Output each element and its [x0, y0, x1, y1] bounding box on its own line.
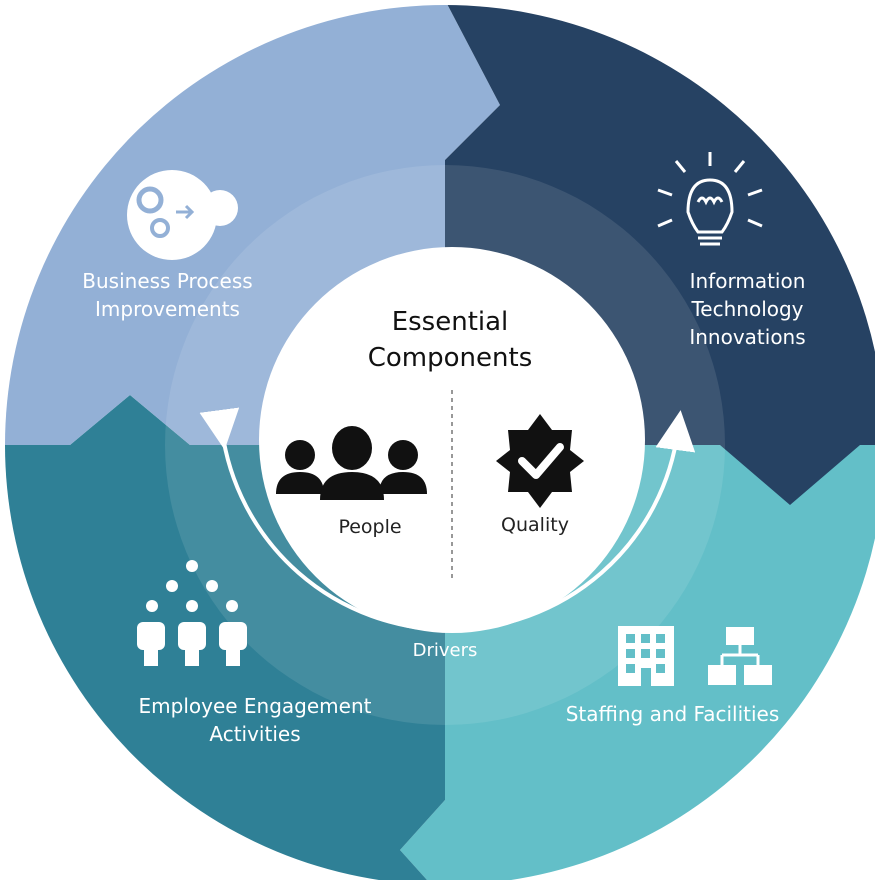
- org-chart-icon: [708, 627, 772, 685]
- business-process-line2: Improvements: [95, 297, 240, 321]
- quality-badge-icon: [496, 414, 584, 508]
- drivers-label: Drivers: [412, 640, 478, 661]
- center-title-line1: Essential: [391, 307, 509, 337]
- gears-icon: [127, 170, 238, 260]
- information-technology-line3: Innovations: [689, 325, 806, 349]
- employee-engagement-label: Employee Engagement Activities: [105, 692, 405, 748]
- center-title: Essential Components: [300, 304, 600, 376]
- people-label: People: [338, 516, 402, 538]
- information-technology-label: Information Technology Innovations: [655, 267, 840, 351]
- staffing-facilities-label: Staffing and Facilities: [545, 700, 800, 728]
- information-technology-line2: Technology: [691, 297, 804, 321]
- lightbulb-icon: [657, 152, 763, 246]
- people-icon: [276, 426, 427, 500]
- business-process-label: Business Process Improvements: [50, 267, 285, 323]
- information-technology-line1: Information: [689, 269, 806, 293]
- building-icon: [618, 626, 674, 686]
- people-network-icon: [137, 560, 247, 666]
- staffing-facilities-line1: Staffing and Facilities: [565, 702, 780, 726]
- center-title-line2: Components: [367, 343, 533, 373]
- quality-label: Quality: [501, 514, 569, 536]
- employee-engagement-line1: Employee Engagement: [138, 694, 372, 718]
- employee-engagement-line2: Activities: [209, 722, 301, 746]
- business-process-line1: Business Process: [82, 269, 253, 293]
